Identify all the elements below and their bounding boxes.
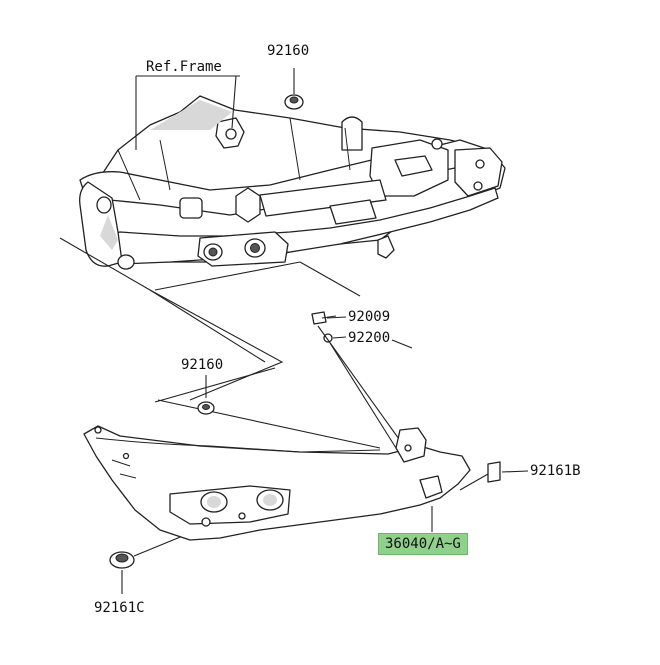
fasteners (109, 94, 529, 594)
leader-lines-upper (59, 68, 381, 449)
part-92160-mid-label: 92160 (181, 357, 224, 373)
ref-frame-label: Ref.Frame (146, 59, 222, 75)
part-92161c-label: 92161C (94, 600, 145, 616)
part-92200-label: 92200 (348, 330, 391, 346)
part-92161b-label: 92161B (530, 463, 581, 479)
part-92160-top-label: 92160 (267, 43, 310, 59)
part-36040-label: 36040/A~G (378, 533, 468, 555)
tail-cover (83, 425, 471, 541)
part-92009-label: 92009 (348, 309, 391, 325)
frame-assembly (79, 95, 506, 270)
